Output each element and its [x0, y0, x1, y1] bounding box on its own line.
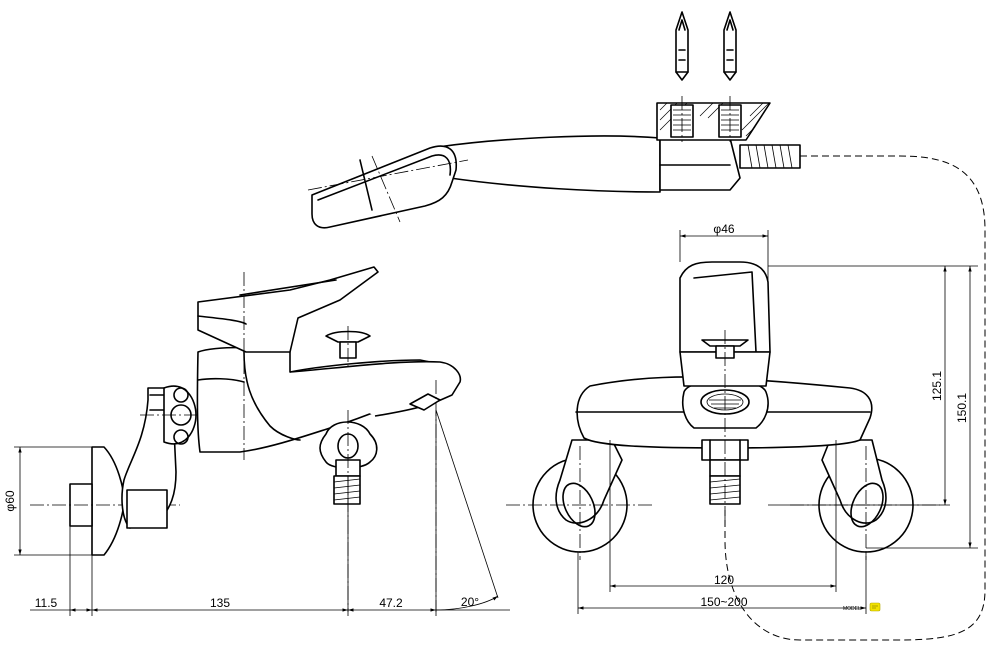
- shower-head-view: [307, 11, 986, 641]
- side-dimensions: [14, 409, 510, 616]
- dim-diameter-60: φ60: [3, 490, 17, 511]
- front-dimensions: [577, 230, 978, 614]
- dim-135: 135: [210, 596, 230, 610]
- dim-125-1: 125.1: [930, 371, 944, 401]
- dim-150-1: 150.1: [955, 393, 969, 423]
- faucet-side-view: [30, 266, 462, 612]
- dim-150-200: 150~200: [700, 595, 747, 609]
- dim-diameter-46: φ46: [713, 222, 734, 236]
- faucet-front-view: [506, 261, 940, 560]
- model-label: MODEL: [843, 606, 861, 612]
- dim-11-5: 11.5: [35, 596, 58, 610]
- dim-120: 120: [714, 573, 734, 587]
- dim-47-2: 47.2: [379, 596, 403, 610]
- model-badge-icon: [869, 602, 881, 612]
- dim-angle-20: 20°: [461, 595, 479, 609]
